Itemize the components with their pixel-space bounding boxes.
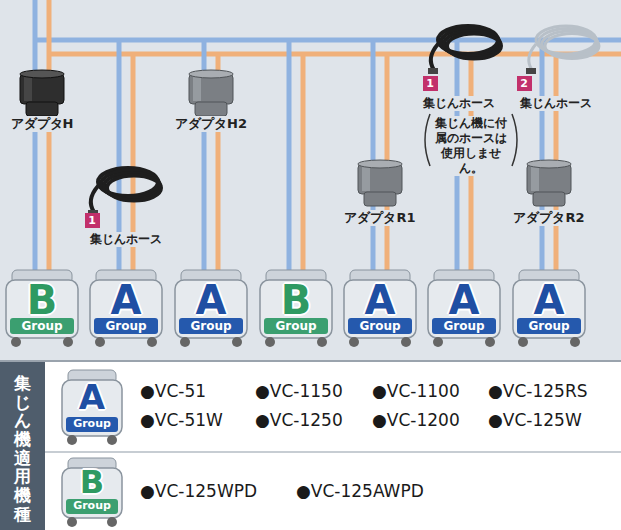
upper-ground — [0, 0, 621, 360]
part-label: アダプタR1 — [342, 210, 417, 226]
group-letter: A — [340, 280, 420, 320]
collector-icon: AGroup — [424, 268, 504, 348]
pipe — [287, 40, 292, 272]
group-label: Group — [517, 318, 581, 334]
collector-icon: AGroup — [86, 268, 166, 348]
model-name: ●VC-125AWPD — [296, 481, 424, 501]
group-letter: A — [171, 280, 251, 320]
group-label: Group — [348, 318, 412, 334]
collector-icon: BGroup — [256, 268, 336, 348]
model-name: ●VC-125W — [488, 410, 582, 430]
part-label: 集じんホース — [421, 96, 497, 111]
group-letter: A — [424, 280, 504, 320]
model-name: ●VC-125RS — [488, 381, 588, 401]
group-letter: B — [256, 280, 336, 320]
part-label: アダプタH2 — [173, 116, 249, 132]
callout-number: 2 — [517, 76, 532, 91]
pipe — [47, 0, 52, 272]
group-letter: A — [58, 380, 126, 414]
group-letter: B — [58, 466, 126, 498]
collector-icon: A Group — [58, 368, 126, 446]
pipes — [35, 0, 621, 272]
group-label: Group — [66, 417, 118, 432]
bracket — [512, 114, 517, 166]
model-name: ●VC-125WPD — [140, 481, 257, 501]
group-label: Group — [10, 318, 74, 334]
hose-coil — [526, 26, 599, 74]
callout-number: 1 — [85, 213, 100, 228]
pipe — [301, 54, 306, 272]
pipe — [33, 0, 38, 272]
callout-number: 1 — [423, 76, 438, 91]
table-ground — [0, 360, 621, 530]
part-label: 集じんホース — [518, 96, 594, 111]
adapter — [189, 70, 233, 116]
group-letter: B — [2, 280, 82, 320]
group-label: Group — [94, 318, 158, 334]
model-name: ●VC-1250 — [255, 410, 343, 430]
hose-coil — [428, 26, 501, 74]
model-name: ●VC-1150 — [255, 381, 343, 401]
note: 集じん機に付属のホースは使用しません。 — [431, 116, 511, 176]
part-label: 集じんホース — [88, 232, 164, 247]
bracket — [425, 114, 430, 166]
table-rule — [0, 360, 621, 362]
group-label: Group — [179, 318, 243, 334]
collector-icon: BGroup — [58, 456, 126, 528]
part-label: アダプタR2 — [511, 210, 586, 226]
table-rule — [45, 451, 621, 453]
model-name: ●VC-51 — [140, 381, 206, 401]
group-letter: A — [86, 280, 166, 320]
table-side-bar — [0, 362, 45, 530]
group-label: Group — [264, 318, 328, 334]
collector-icon: AGroup — [171, 268, 251, 348]
adapter — [527, 160, 571, 206]
adapter — [358, 160, 402, 206]
group-label: Group — [66, 499, 118, 514]
pipe — [35, 38, 621, 43]
collector-icon: AGroup — [340, 268, 420, 348]
collector-icon: AGroup — [509, 268, 589, 348]
collector-icon: BGroup — [2, 268, 82, 348]
group-letter: A — [509, 280, 589, 320]
pipe — [540, 40, 545, 272]
model-name: ●VC-51W — [140, 410, 223, 430]
hose-coil — [88, 168, 161, 216]
model-name: ●VC-1100 — [372, 381, 460, 401]
part-label: アダプタH — [9, 116, 76, 132]
group-label: Group — [432, 318, 496, 334]
pipe — [371, 40, 376, 272]
model-name: ●VC-1200 — [372, 410, 460, 430]
table-heading: 集じん機適用機種 — [14, 374, 31, 524]
adapter — [20, 70, 64, 116]
